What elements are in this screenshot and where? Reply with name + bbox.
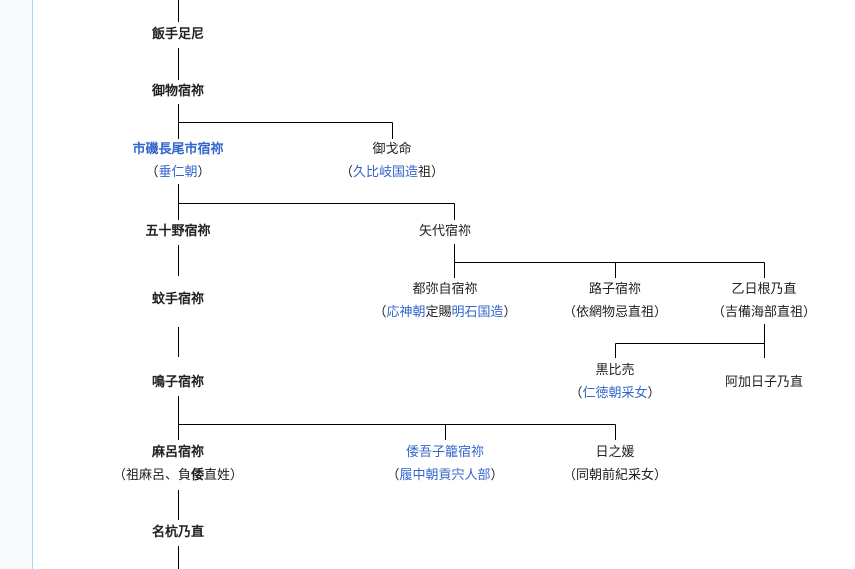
person-name: 黒比売 — [595, 363, 635, 378]
person-note: （仁徳朝采女） — [569, 386, 661, 401]
person-name: 麻呂宿祢 — [151, 445, 205, 460]
person-note: （履中朝貢宍人部） — [386, 468, 504, 483]
person-name: 名杭乃直 — [151, 525, 205, 540]
note-link-akashi[interactable]: 明石国造 — [451, 305, 504, 320]
person-note: （応神朝定賜明石国造） — [373, 305, 516, 321]
person-name: 御物宿祢 — [151, 84, 205, 99]
note-link[interactable]: 垂仁朝 — [158, 165, 198, 180]
node-iitetarine: 飯手足尼 — [152, 27, 204, 43]
node-akahiko: 阿加日子乃直 — [725, 375, 803, 391]
person-note: （同朝前紀采女） — [562, 468, 668, 483]
node-wagoko: 倭吾子籠宿祢 （履中朝貢宍人部） — [386, 445, 503, 484]
person-name: 路子宿祢 — [588, 282, 642, 297]
node-yashiro: 矢代宿祢 — [419, 224, 471, 240]
note-text: 直姓） — [204, 468, 244, 483]
node-naruko: 鳴子宿祢 — [152, 375, 204, 391]
note-link-ojin[interactable]: 応神朝 — [386, 305, 426, 320]
person-note: （吉備海部直祖） — [711, 305, 817, 320]
node-kurohime: 黒比売 （仁徳朝采女） — [569, 363, 660, 402]
person-name: 阿加日子乃直 — [724, 375, 804, 390]
node-mihoko: 御戈命 （久比岐国造祖） — [340, 142, 444, 181]
person-note: （祖麻呂、負倭直姓） — [113, 468, 243, 484]
node-maro: 麻呂宿祢 （祖麻呂、負倭直姓） — [113, 445, 243, 484]
person-note: （垂仁朝） — [145, 165, 211, 180]
person-name: 乙日根乃直 — [731, 282, 797, 297]
sidebar-strip — [0, 0, 33, 569]
person-note: （久比岐国造祖） — [339, 165, 445, 180]
node-hinohime: 日之媛 （同朝前紀采女） — [563, 445, 667, 484]
node-kade: 蚊手宿祢 — [152, 292, 204, 308]
paren-close: ） — [503, 305, 517, 320]
person-name: 矢代宿祢 — [418, 224, 472, 239]
node-otohine: 乙日根乃直 （吉備海部直祖） — [712, 282, 816, 321]
person-name: 日之媛 — [595, 445, 635, 460]
person-name: 蚊手宿祢 — [151, 292, 205, 307]
note-text: 定賜 — [425, 305, 452, 320]
note-link[interactable]: 仁徳朝采女 — [582, 386, 648, 401]
paren-open: （ — [373, 305, 387, 320]
note-emphasis: 倭 — [190, 468, 205, 483]
person-name: 五十野宿祢 — [145, 224, 211, 239]
node-ichishiki: 市磯長尾市宿祢 （垂仁朝） — [132, 142, 223, 181]
person-name: 飯手足尼 — [151, 27, 205, 42]
node-mimono: 御物宿祢 — [152, 84, 204, 100]
node-michiko: 路子宿祢 （依網物忌直祖） — [563, 282, 667, 321]
node-nakui: 名杭乃直 — [152, 525, 204, 541]
node-isono: 五十野宿祢 — [145, 224, 210, 240]
person-name: 鳴子宿祢 — [151, 375, 205, 390]
node-tsumiyori: 都弥自宿祢 （応神朝定賜明石国造） — [373, 282, 516, 321]
person-name: 御戈命 — [372, 142, 412, 157]
note-link[interactable]: 久比岐国造 — [352, 165, 419, 180]
person-name-link[interactable]: 市磯長尾市宿祢 — [132, 142, 224, 157]
person-name: 都弥自宿祢 — [412, 282, 478, 297]
note-link[interactable]: 履中朝 — [399, 468, 439, 483]
person-note: （依網物忌直祖） — [562, 305, 668, 320]
person-name-link[interactable]: 倭吾子籠宿祢 — [405, 445, 484, 460]
note-text: （祖麻呂、負 — [112, 468, 191, 483]
note-link-shishi[interactable]: 貢宍人部 — [438, 468, 491, 483]
